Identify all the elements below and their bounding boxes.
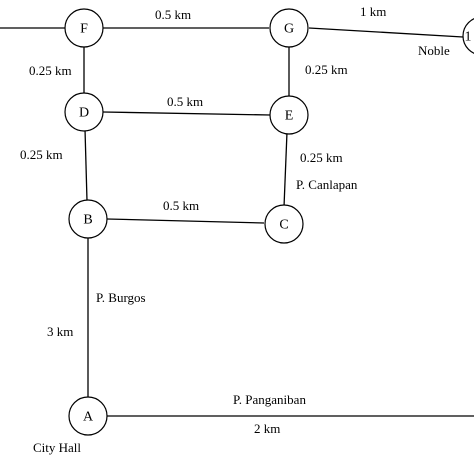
node-a: A (68, 396, 108, 436)
road-d-e (102, 111, 271, 116)
road-g-noble (308, 27, 464, 38)
distance-a-east: 2 km (254, 421, 280, 436)
node-noble-letter: 1 (465, 30, 472, 45)
node-noble: 1 (462, 18, 474, 54)
distance-d-b: 0.25 km (20, 147, 63, 162)
node-g-letter: G (284, 22, 294, 37)
node-b-letter: B (83, 213, 92, 228)
distance-f-g: 0.5 km (155, 7, 191, 22)
node-c-letter: C (279, 218, 288, 233)
node-c: C (264, 204, 304, 244)
street-canlapan: P. Canlapan (296, 177, 358, 192)
distance-g-e: 0.25 km (305, 62, 348, 77)
distance-f-d: 0.25 km (29, 63, 72, 78)
node-g: G (269, 8, 309, 48)
distance-b-c: 0.5 km (163, 198, 199, 213)
node-a-letter: A (83, 410, 94, 425)
node-f: F (64, 8, 104, 48)
road-d-b (84, 128, 88, 202)
distance-d-e: 0.5 km (167, 94, 203, 109)
place-noble: Noble (418, 43, 450, 58)
road-e-c (283, 131, 288, 208)
node-f-letter: F (80, 22, 88, 37)
distance-e-c: 0.25 km (300, 150, 343, 165)
node-b: B (68, 199, 108, 239)
node-e: E (269, 95, 309, 135)
node-d: D (64, 92, 104, 132)
place-city-hall: City Hall (33, 440, 81, 455)
distance-b-a: 3 km (47, 324, 73, 339)
street-burgos: P. Burgos (96, 290, 146, 305)
street-panganiban: P. Panganiban (233, 392, 306, 407)
node-e-letter: E (285, 109, 294, 124)
distance-g-noble: 1 km (360, 4, 386, 19)
node-d-letter: D (79, 106, 89, 121)
road-b-c (106, 218, 265, 224)
